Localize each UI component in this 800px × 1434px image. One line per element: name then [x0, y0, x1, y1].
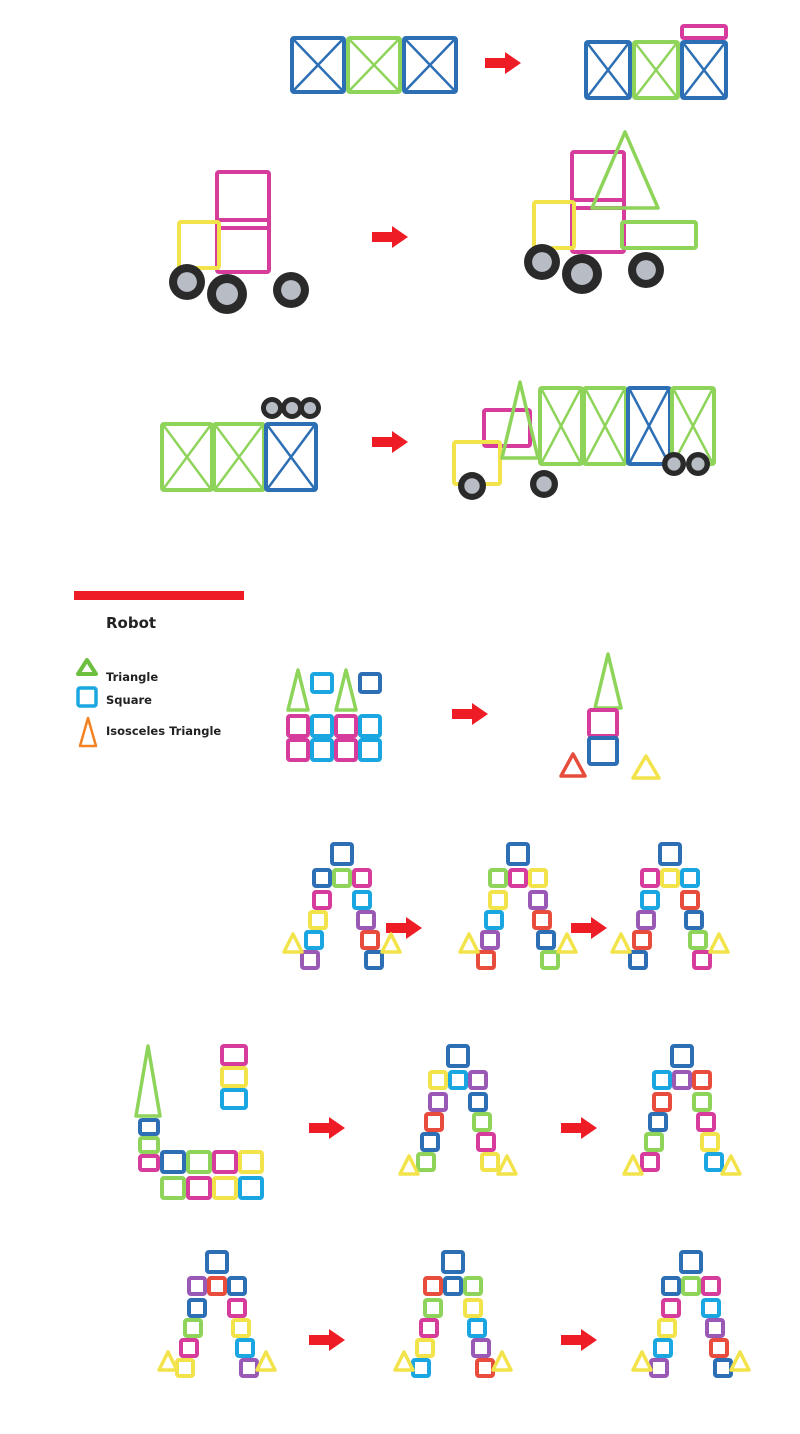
triangle-icon: [76, 658, 98, 676]
arrow-icon: [571, 917, 607, 939]
section-title: Robot: [106, 614, 157, 632]
robot-step-5: [622, 1044, 742, 1176]
arrow-icon: [452, 703, 488, 725]
arrow-icon: [372, 226, 408, 248]
square-icon: [76, 686, 98, 708]
trailer-frames: [160, 397, 321, 492]
legend-label-isosceles-triangle: Isosceles Triangle: [106, 724, 222, 738]
robot-pieces: [286, 668, 382, 762]
robot-step-6: [157, 1250, 277, 1378]
arrow-icon: [386, 917, 422, 939]
flat-square-frames: [290, 36, 458, 94]
arrow-icon: [485, 52, 521, 74]
legend-label-square: Square: [106, 693, 152, 707]
robot-tower: [559, 652, 661, 780]
robot-step-3: [610, 842, 730, 970]
robot-step-8: [631, 1250, 751, 1378]
assembled-truck-trailer: [452, 380, 716, 500]
truck-cab-with-boom: [524, 130, 698, 294]
legend-label-triangle: Triangle: [106, 670, 159, 684]
arrow-icon: [561, 1117, 597, 1139]
robot-step-2: [458, 842, 578, 970]
arrow-icon: [309, 1329, 345, 1351]
isosceles-triangle-icon: [78, 716, 98, 748]
arrow-icon: [309, 1117, 345, 1139]
assembled-square-box: [584, 24, 728, 100]
truck-cab: [169, 170, 309, 314]
robot-leg-pieces: [134, 1044, 264, 1200]
arrow-icon: [372, 431, 408, 453]
robot-step-4: [398, 1044, 518, 1176]
robot-step-1: [282, 842, 402, 970]
robot-step-7: [393, 1250, 513, 1378]
section-divider-bar: [74, 591, 244, 600]
arrow-icon: [561, 1329, 597, 1351]
